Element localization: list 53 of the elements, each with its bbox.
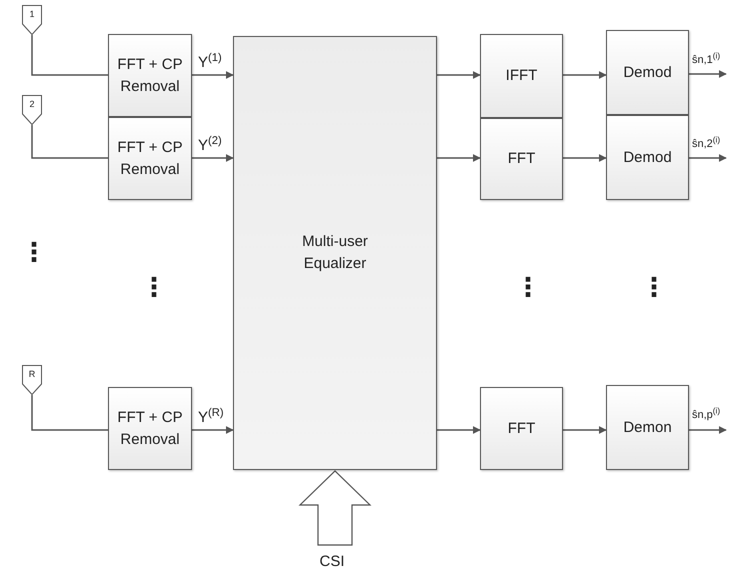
ellipsis-mark: ⋮	[515, 275, 541, 301]
edge-label: ŝn,1$^{(i)}$	[692, 55, 720, 66]
arrow	[437, 426, 481, 434]
port-number: 1	[29, 10, 34, 21]
process-box	[108, 387, 192, 470]
connector-line	[31, 35, 108, 76]
arrow	[192, 426, 234, 434]
input-label: CSI	[319, 554, 344, 568]
arrow	[689, 70, 727, 78]
box-label: FFT + CP Removal	[116, 408, 184, 450]
process-box	[480, 34, 563, 118]
box-label: FFT + CP Removal	[116, 54, 184, 96]
process-box	[606, 115, 689, 200]
process-box	[480, 387, 563, 470]
antenna-port	[22, 5, 42, 35]
ellipsis-mark: ⋮	[641, 275, 667, 301]
box-label: Multi-user Equalizer	[301, 232, 369, 274]
edge-label: Y$^{(2)}$	[198, 138, 222, 153]
box-label: Demon	[622, 418, 673, 438]
port-number: R	[28, 370, 36, 381]
box-label: FFT + CP Removal	[116, 138, 184, 180]
box-label: FFT	[506, 418, 536, 439]
connector-line	[31, 395, 108, 431]
box-label: IFFT	[504, 66, 538, 86]
edge-label: Y$^{(R)}$	[198, 410, 224, 425]
process-box	[606, 30, 689, 115]
antenna-port	[22, 95, 42, 125]
block-arrow	[298, 470, 372, 546]
box-label: Demod	[622, 148, 673, 168]
arrow	[689, 154, 727, 162]
process-box	[108, 117, 192, 200]
arrow	[563, 154, 607, 162]
arrow	[437, 154, 481, 162]
arrow	[437, 71, 481, 79]
arrow	[192, 71, 234, 79]
process-box	[480, 118, 563, 200]
antenna-port	[22, 365, 42, 395]
process-box	[606, 385, 689, 470]
connector-line	[31, 125, 108, 159]
equalizer-block	[233, 36, 437, 470]
box-label: FFT	[506, 149, 536, 170]
ellipsis-mark: ⋮	[21, 240, 47, 266]
arrow	[192, 154, 234, 162]
port-number: 2	[29, 100, 34, 111]
edge-label: ŝn,p$^{(i)}$	[692, 410, 720, 421]
arrow	[563, 426, 607, 434]
edge-label: ŝn,2$^{(i)}$	[692, 139, 720, 150]
arrow	[563, 71, 607, 79]
arrow	[689, 426, 727, 434]
process-box	[108, 34, 192, 117]
edge-label: Y$^{(1)}$	[198, 55, 222, 70]
ellipsis-mark: ⋮	[141, 275, 167, 301]
box-label: Demod	[622, 62, 673, 83]
